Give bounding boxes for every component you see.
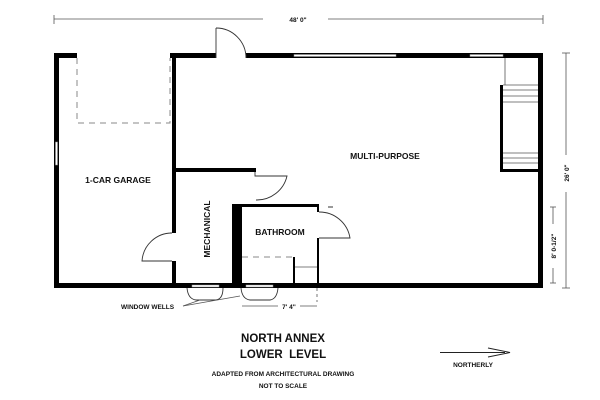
bathroom-door bbox=[318, 206, 351, 239]
mechanical-door bbox=[141, 232, 173, 262]
title-line-2: LOWER LEVEL bbox=[240, 349, 326, 361]
garage-door-outline bbox=[76, 58, 171, 124]
garage-label: 1-CAR GARAGE bbox=[85, 175, 151, 185]
title-note-adapted: ADAPTED FROM ARCHITECTURAL DRAWING bbox=[212, 371, 355, 378]
bathroom-depth-label: 8' 0-1/2" bbox=[551, 234, 558, 259]
overall-depth-label: 26' 0" bbox=[564, 164, 571, 181]
overall-width-label: 48' 0" bbox=[289, 17, 306, 24]
mechanical-label: MECHANICAL bbox=[202, 200, 212, 257]
window bbox=[293, 54, 397, 57]
bathroom-depth-dimension: 8' 0-1/2" bbox=[550, 206, 558, 284]
overall-width-dimension: 48' 0" bbox=[53, 15, 544, 24]
window bbox=[55, 141, 58, 166]
exterior-walls bbox=[54, 53, 543, 288]
multi-purpose-label: MULTI-PURPOSE bbox=[350, 151, 420, 161]
bathroom-label: BATHROOM bbox=[255, 227, 304, 237]
multipurpose-door bbox=[254, 172, 288, 201]
northerly-label: NORTHERLY bbox=[453, 362, 494, 369]
stairs bbox=[500, 58, 538, 172]
north-arrow-icon bbox=[440, 347, 511, 358]
window-wells-label: WINDOW WELLS bbox=[121, 304, 175, 311]
title-note-scale: NOT TO SCALE bbox=[259, 383, 308, 390]
title-line-1: NORTH ANNEX bbox=[241, 333, 325, 345]
window bbox=[469, 54, 504, 57]
window-wells bbox=[182, 284, 279, 307]
bathroom-width-dimension: 7' 4" bbox=[242, 304, 317, 311]
overall-depth-dimension: 26' 0" bbox=[562, 52, 571, 289]
bathroom-width-label: 7' 4" bbox=[282, 304, 296, 311]
entry-door bbox=[215, 27, 247, 59]
